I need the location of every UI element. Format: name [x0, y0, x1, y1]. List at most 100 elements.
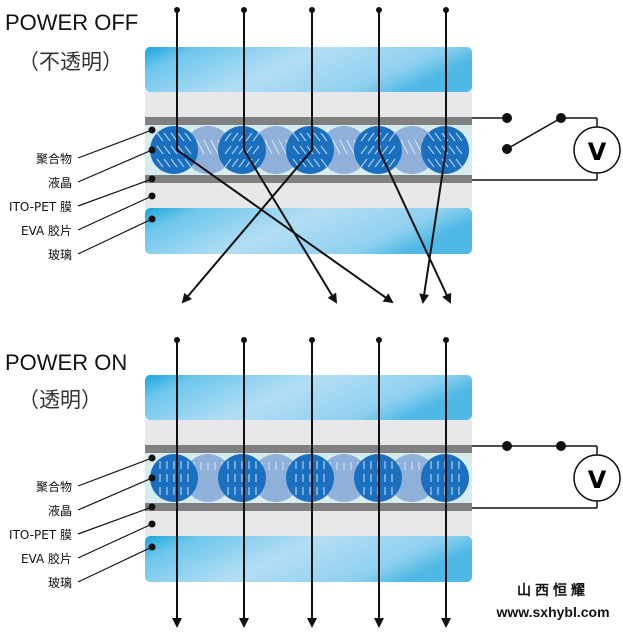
lc-droplet-light [388, 454, 436, 502]
lc-molecule [407, 139, 416, 155]
lc-molecule [427, 158, 435, 168]
terminal-dot [502, 113, 512, 123]
lc-molecule [224, 132, 232, 142]
lc-molecule [271, 139, 280, 155]
brand-url: www.sxhybl.com [496, 604, 610, 620]
lc-molecule [434, 132, 442, 142]
lc-droplet-light [320, 126, 368, 174]
lc-molecule [203, 139, 212, 155]
lc-molecule [346, 139, 355, 155]
lc-molecule [196, 139, 205, 155]
lc-molecule [299, 145, 307, 155]
lc-molecule [313, 145, 321, 155]
leader-line [77, 523, 153, 559]
ito-top [145, 445, 472, 453]
lc-molecule [367, 158, 375, 168]
leader-dot [148, 146, 156, 154]
eva-top [145, 420, 472, 445]
leader-dot [148, 520, 156, 528]
lc-molecule [381, 132, 389, 142]
lc-molecule [434, 145, 442, 155]
panel-power-on [77, 337, 621, 628]
leader-dot [148, 215, 156, 223]
label-liquid-crystal-off: 液晶 [47, 176, 72, 190]
leader-line [77, 218, 153, 255]
lc-droplet-light [184, 454, 232, 502]
lc-molecule [306, 145, 314, 155]
lc-molecule [177, 145, 185, 155]
lc-molecule [388, 158, 396, 168]
leader-dot [148, 192, 156, 200]
leader-line [77, 506, 153, 535]
label-eva-on: EVA 胶片 [20, 552, 72, 566]
lc-molecule [374, 158, 382, 168]
lc-molecule [313, 132, 321, 142]
eva-top [145, 92, 472, 117]
label-ito-pet-on: ITO-PET 膜 [9, 528, 72, 542]
lc-molecule [448, 145, 456, 155]
label-glass-on: 玻璃 [47, 576, 72, 590]
lc-molecule [306, 158, 314, 168]
lc-molecule [455, 132, 463, 142]
leader-dot [148, 474, 156, 482]
lc-molecule [388, 145, 396, 155]
brand-block: 山西恒耀 www.sxhybl.com [488, 580, 618, 620]
lc-molecule [448, 132, 456, 142]
leader-line [77, 477, 153, 511]
leader-line [77, 129, 153, 159]
label-polymer-on: 聚合物 [35, 480, 72, 494]
voltmeter-label-on: V [588, 466, 607, 494]
lc-molecule [400, 139, 409, 155]
lc-molecule [231, 145, 239, 155]
lc-molecule [252, 145, 260, 155]
light-ray-scattered [419, 10, 447, 304]
leader-line [77, 149, 153, 183]
label-liquid-crystal-on: 液晶 [47, 504, 72, 518]
lc-molecule [264, 139, 273, 155]
lc-droplet-light [184, 126, 232, 174]
lc-molecule [245, 145, 253, 155]
lc-molecule [414, 139, 423, 155]
lc-droplet-light [320, 454, 368, 502]
lc-molecule [245, 132, 253, 142]
leader-dot [148, 175, 156, 183]
lc-molecule [252, 132, 260, 142]
lc-molecule [360, 145, 368, 155]
leader-line [77, 178, 153, 207]
lc-molecule [367, 145, 375, 155]
light-ray-scattered [243, 10, 338, 304]
lc-molecule [231, 132, 239, 142]
lc-molecule [299, 158, 307, 168]
power-on-title: POWER ON [5, 350, 128, 375]
lc-molecule [388, 132, 396, 142]
glass-top [145, 47, 472, 92]
ito-bottom [145, 503, 472, 511]
lc-molecule [184, 158, 192, 168]
lc-molecule [320, 158, 328, 168]
lc-droplet-light [252, 454, 300, 502]
lc-molecule [156, 132, 164, 142]
ito-bottom [145, 175, 472, 183]
lc-molecule [210, 139, 219, 155]
glass-top [145, 375, 472, 420]
lc-droplet-light [252, 126, 300, 174]
leader-dot [148, 503, 156, 511]
lc-molecule [320, 145, 328, 155]
label-ito-pet-off: ITO-PET 膜 [9, 200, 72, 214]
lc-molecule [163, 145, 171, 155]
brand-name: 山西恒耀 [517, 583, 589, 599]
leader-dot [148, 543, 156, 551]
lc-molecule [427, 145, 435, 155]
leader-dot [148, 454, 156, 462]
power-on-subtitle: （透明） [18, 388, 102, 412]
lc-molecule [177, 158, 185, 168]
lc-molecule [339, 139, 348, 155]
light-ray-scattered [181, 10, 313, 304]
label-polymer-off: 聚合物 [35, 152, 72, 166]
lc-molecule [299, 132, 307, 142]
lc-molecule [360, 158, 368, 168]
lc-molecule [170, 158, 178, 168]
lc-molecule [320, 132, 328, 142]
glass-bottom [145, 536, 472, 582]
lc-molecule [292, 145, 300, 155]
